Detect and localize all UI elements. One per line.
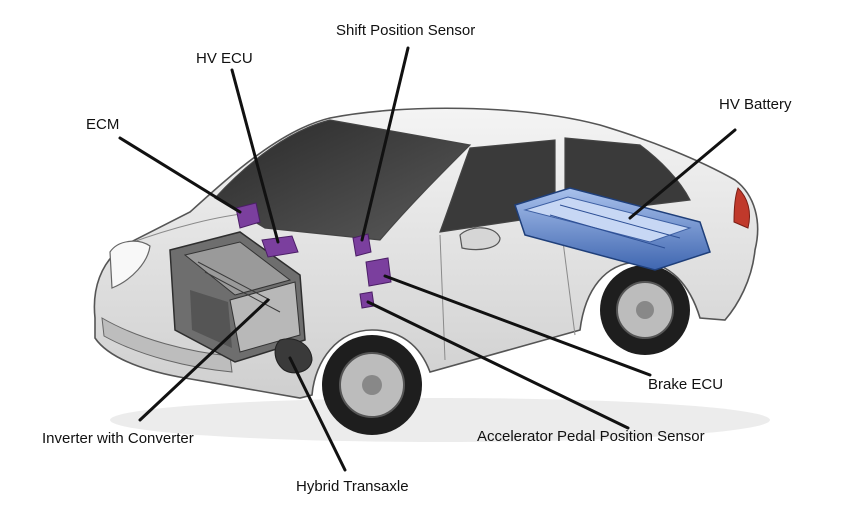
rear-wheel [600,265,690,355]
hv-ecu-leader-line [230,68,280,244]
tail-light [733,187,751,229]
ecm-module [235,202,261,229]
leader-lines [118,46,737,472]
hybrid-transaxle-leader-line [288,356,347,472]
side-mirror [459,227,501,251]
brake-ecu-module [365,257,392,287]
ground-shadow [110,398,770,442]
windshield [214,119,472,241]
label-hv-ecu: HV ECU [196,50,253,67]
front-bumper [101,317,233,373]
accelerator-pedal-sensor-leader-line [366,300,630,430]
label-brake-ecu: Brake ECU [648,376,724,393]
brake-ecu-leader-line [383,274,652,377]
hv-battery-leader-line [628,128,737,220]
headlight [109,240,151,289]
shift-position-sensor-leader-line [360,46,410,242]
label-hv-battery: HV Battery [719,96,792,113]
inverter-engine-assembly [169,231,306,363]
label-hybrid-transaxle: Hybrid Transaxle [296,478,409,495]
label-shift-position-sensor: Shift Position Sensor [336,22,476,39]
hybrid-transaxle-unit [274,338,313,374]
label-inverter-with-converter: Inverter with Converter [42,430,194,447]
accelerator-pedal-sensor-module [359,291,375,309]
hv-battery-pack [514,187,711,271]
hv-ecu-module [261,235,299,258]
front-wheel [322,335,422,435]
inverter-leader-line [138,298,270,422]
label-accelerator-pedal-position-sensor: Accelerator Pedal Position Sensor [477,428,705,445]
label-ecm: ECM [86,116,120,133]
ecm-leader-line [118,136,242,214]
